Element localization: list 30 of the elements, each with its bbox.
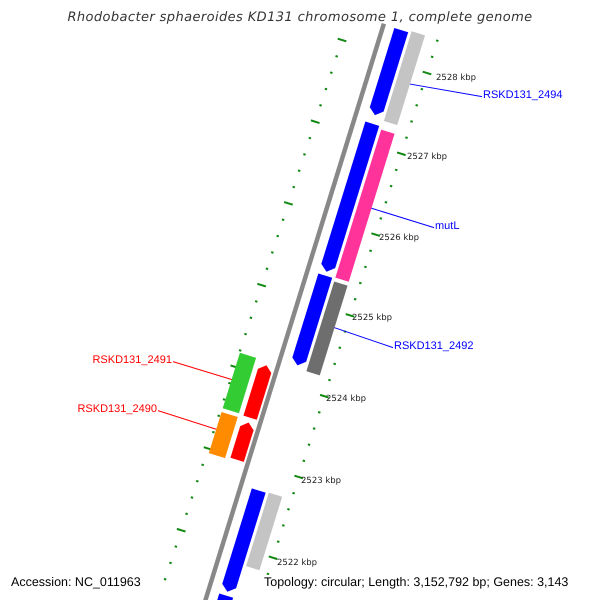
footer-text: Topology: circular; Length: 3,152,792 bp; Genes: 3,143 <box>262 575 570 590</box>
gene-block <box>208 412 238 458</box>
leader-line <box>334 327 394 348</box>
leader-line <box>409 84 482 98</box>
scale-label: 2525 kbp <box>352 314 392 322</box>
gene-label: RSKD131_2490 <box>77 404 157 415</box>
gene-label: RSKD131_2494 <box>483 90 563 101</box>
footer-text: Accession: NC_011963 <box>9 575 143 590</box>
leader-line <box>172 361 232 380</box>
gene-block <box>370 28 408 116</box>
gene-block <box>243 365 272 420</box>
gene-block <box>306 282 348 376</box>
scale-label: 2526 kbp <box>379 234 420 242</box>
gene-block <box>384 31 426 126</box>
leader-line <box>371 208 434 228</box>
gene-block <box>321 122 380 272</box>
leader-line <box>158 410 217 430</box>
title: Rhodobacter sphaeroides KD131 chromosome 1, complete genome <box>67 11 533 24</box>
gene-label: RSKD131_2492 <box>394 341 474 352</box>
gene-label: RSKD131_2491 <box>92 355 172 366</box>
gene-label: mutL <box>435 221 460 232</box>
scale-label: 2522 kbp <box>277 559 318 568</box>
scale-label: 2523 kbp <box>301 477 342 486</box>
scale-label: 2528 kbp <box>436 74 476 82</box>
gene-block <box>292 273 332 366</box>
scale-label: 2524 kbp <box>326 395 366 404</box>
gene-block <box>222 488 266 592</box>
scale-label: 2527 kbp <box>407 153 448 162</box>
gene-block <box>230 422 254 462</box>
gene-block <box>222 352 256 414</box>
